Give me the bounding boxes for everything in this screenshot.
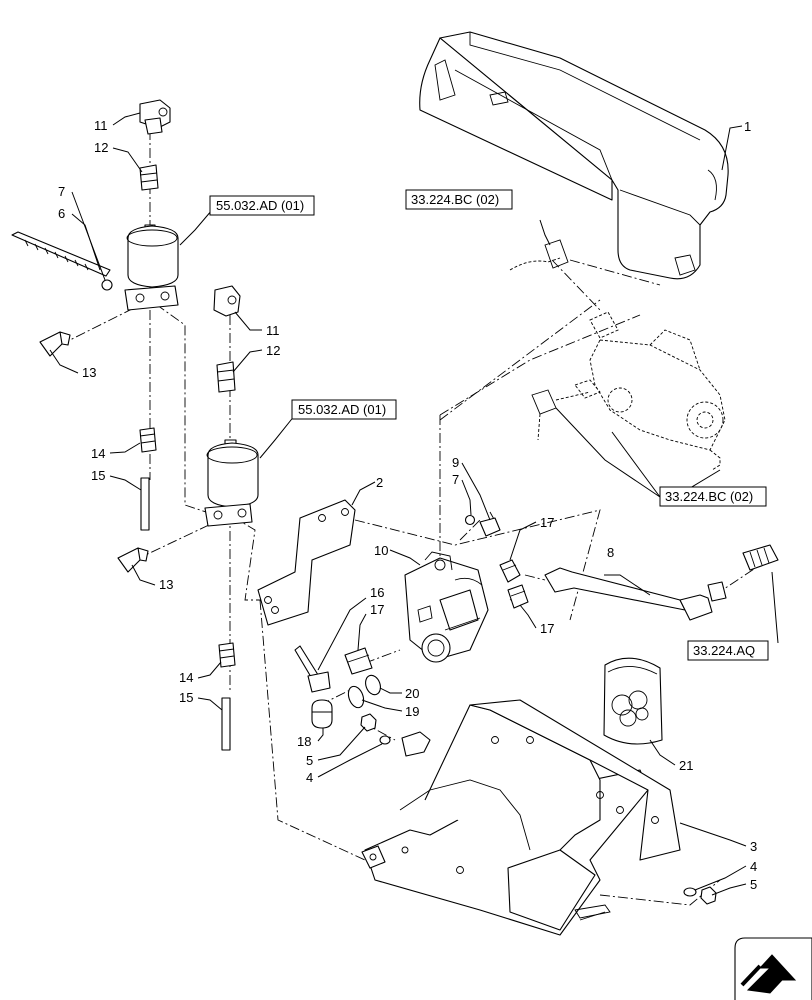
label-part-6: 6 bbox=[58, 206, 65, 221]
solenoid-valve-lower bbox=[117, 285, 259, 751]
label-part-13-upper: 13 bbox=[82, 365, 96, 380]
label-part-10: 10 bbox=[374, 543, 388, 558]
nav-arrow-icon bbox=[734, 937, 812, 1000]
ref-harness-right-text[interactable]: 33.224.BC (02) bbox=[665, 489, 753, 504]
label-part-11-upper: 11 bbox=[94, 118, 108, 133]
label-part-21: 21 bbox=[679, 758, 693, 773]
harness-sketch bbox=[509, 239, 726, 471]
label-part-7-right: 7 bbox=[452, 472, 459, 487]
label-part-4-left: 4 bbox=[306, 770, 313, 785]
label-part-20: 20 bbox=[405, 686, 419, 701]
small-fittings bbox=[294, 514, 717, 905]
label-part-9: 9 bbox=[452, 455, 459, 470]
label-part-18: 18 bbox=[297, 734, 311, 749]
label-part-7-left: 7 bbox=[58, 184, 65, 199]
label-part-17-left: 17 bbox=[370, 602, 384, 617]
ref-valve-lower-text[interactable]: 55.032.AD (01) bbox=[298, 402, 386, 417]
ref-connector-text[interactable]: 33.224.AQ bbox=[693, 643, 755, 658]
label-part-14-upper: 14 bbox=[91, 446, 105, 461]
label-part-13-lower: 13 bbox=[159, 577, 173, 592]
ref-valve-upper-text[interactable]: 55.032.AD (01) bbox=[216, 198, 304, 213]
label-part-19: 19 bbox=[405, 704, 419, 719]
label-part-8: 8 bbox=[607, 545, 614, 560]
reference-boxes: 55.032.AD (01) 55.032.AD (01) 33.224.BC … bbox=[209, 189, 769, 661]
label-part-16: 16 bbox=[370, 585, 384, 600]
label-part-5-left: 5 bbox=[306, 753, 313, 768]
label-part-12-lower: 12 bbox=[266, 343, 280, 358]
ref-harness-top-text[interactable]: 33.224.BC (02) bbox=[411, 192, 499, 207]
ref-box-harness-right[interactable] bbox=[659, 486, 767, 507]
part-number-labels: 1 2 3 4 4 5 5 6 7 7 8 9 10 11 11 12 12 1… bbox=[58, 118, 757, 892]
label-part-5-right: 5 bbox=[750, 877, 757, 892]
ref-box-connector[interactable] bbox=[687, 640, 769, 661]
label-part-17-upper: 17 bbox=[540, 515, 554, 530]
label-part-17-lower: 17 bbox=[540, 621, 554, 636]
label-part-12-upper: 12 bbox=[94, 140, 108, 155]
line-part-8 bbox=[544, 544, 779, 621]
pump-part-10 bbox=[404, 551, 489, 663]
label-part-4-right: 4 bbox=[750, 859, 757, 874]
ref-box-harness-top[interactable] bbox=[405, 189, 513, 210]
label-part-2: 2 bbox=[376, 475, 383, 490]
ref-box-valve-lower[interactable] bbox=[291, 399, 397, 420]
label-part-3: 3 bbox=[750, 839, 757, 854]
label-part-11-lower: 11 bbox=[266, 323, 280, 338]
leader-lines bbox=[49, 112, 779, 896]
ref-box-valve-upper[interactable] bbox=[209, 195, 315, 216]
label-part-15-lower: 15 bbox=[179, 690, 193, 705]
label-part-14-lower: 14 bbox=[179, 670, 193, 685]
solenoid-valve-upper bbox=[11, 99, 179, 531]
base-bracket-part-3 bbox=[361, 699, 681, 936]
label-part-1: 1 bbox=[744, 119, 751, 134]
label-part-15-upper: 15 bbox=[91, 468, 105, 483]
cover-part-1 bbox=[419, 31, 729, 280]
bracket-part-2 bbox=[257, 499, 356, 626]
seal-kit-part-21 bbox=[603, 657, 663, 745]
